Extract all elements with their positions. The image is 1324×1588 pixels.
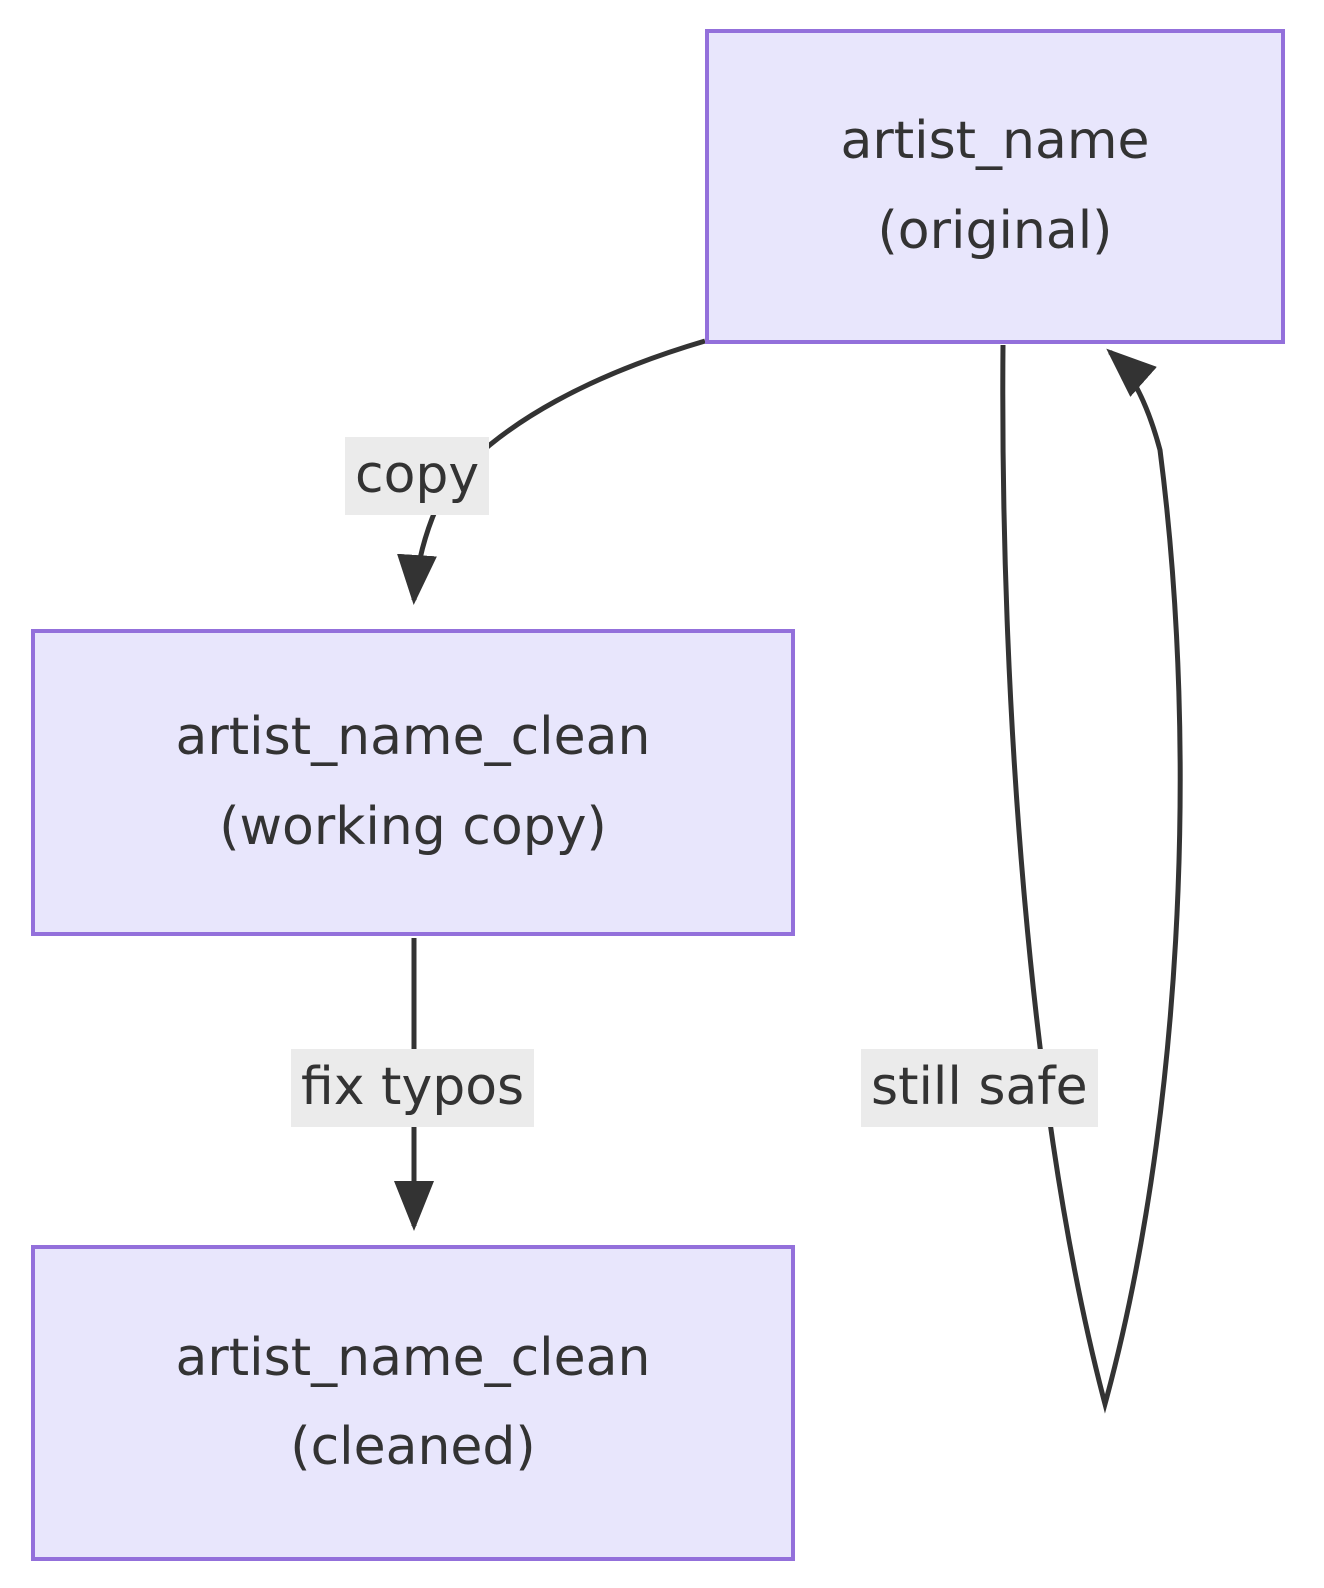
edge-still-safe-path [1000,344,1183,1414]
node-label-line2: (working copy) [219,796,607,857]
node-label-line1: artist_name [840,111,1150,172]
node-label-line2: (cleaned) [290,1417,536,1477]
node-label-line2: (original) [877,200,1113,261]
node-label-line1: artist_name_clean [175,1327,651,1388]
node-artist-name-clean-cleaned[interactable]: artist_name_clean (cleaned) [31,1245,795,1561]
node-label-line1: artist_name_clean [175,707,651,768]
node-artist-name-original[interactable]: artist_name (original) [705,29,1285,344]
edge-label-still-safe: still safe [861,1049,1098,1127]
node-artist-name-clean-working-copy[interactable]: artist_name_clean (working copy) [31,629,795,936]
edge-label-copy: copy [345,437,490,515]
edge-label-fix-typos: fix typos [291,1049,535,1127]
